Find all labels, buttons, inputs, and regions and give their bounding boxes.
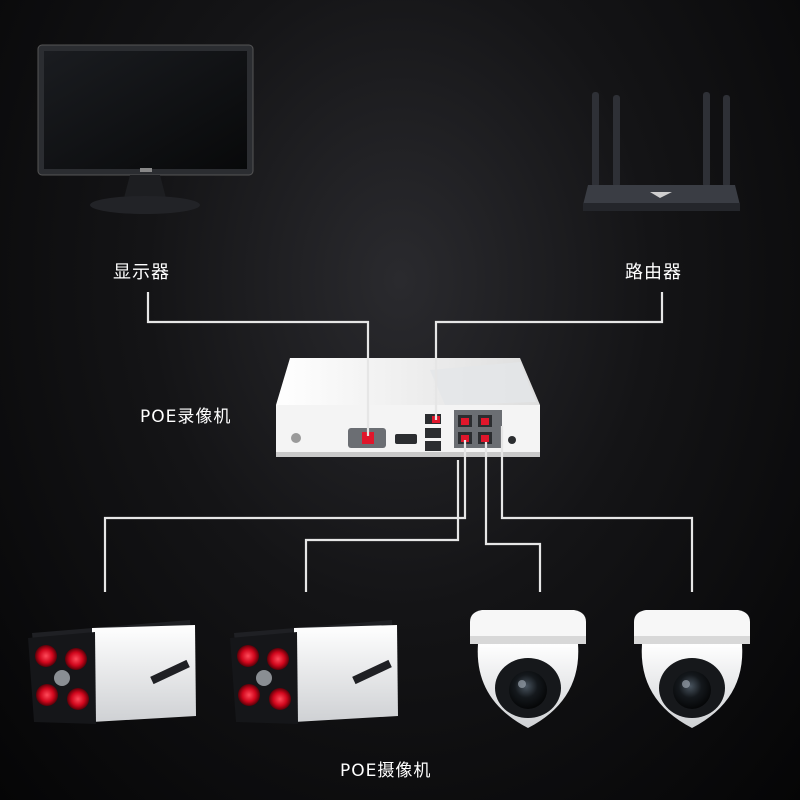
cables (103, 292, 694, 592)
bullet-camera-icon (230, 620, 398, 724)
dome-camera-icon (470, 610, 586, 728)
vga-port-highlight (362, 432, 374, 444)
nvr-icon (276, 358, 540, 457)
router-cable (434, 292, 664, 420)
bullet-camera-brand-mark (150, 659, 190, 685)
dome-camera-icon (634, 610, 750, 728)
monitor-label: 显示器 (113, 262, 170, 283)
monitor-brand-mark (140, 168, 152, 172)
hdmi-port (395, 434, 417, 444)
router-icon (583, 92, 740, 211)
bullet-camera-icon (28, 620, 196, 724)
camera-cable-2 (304, 460, 460, 592)
nvr-label: POE录像机 (140, 407, 232, 427)
camera-cable-3 (484, 442, 542, 592)
monitor-cable (146, 292, 370, 436)
camera-cable-1 (103, 440, 467, 592)
router-label: 路由器 (625, 262, 682, 283)
camera-cable-4 (500, 426, 694, 592)
bullet-camera-brand-mark (352, 659, 392, 685)
monitor-icon (37, 44, 254, 214)
cameras-label: POE摄像机 (340, 761, 432, 781)
